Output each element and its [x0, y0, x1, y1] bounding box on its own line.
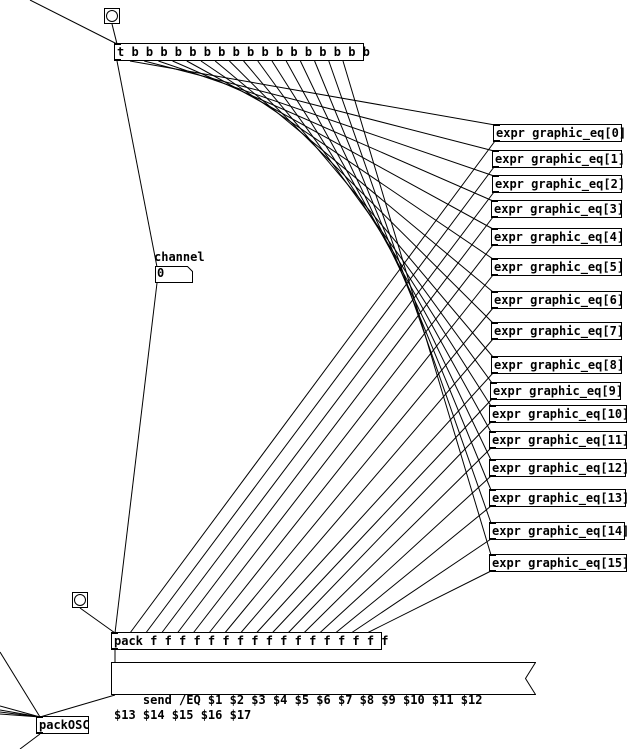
- expr-graphic-eq-7[interactable]: expr graphic_eq[7]: [491, 322, 624, 340]
- pack-object[interactable]: pack f f f f f f f f f f f f f f f f f: [111, 632, 389, 650]
- cord-trigger-to-channel: [116, 60, 158, 268]
- cord-expr-to-pack-11: [303, 447, 492, 634]
- cord-trigger-to-expr-3: [172, 60, 494, 202]
- cord-channel-to-pack: [114, 282, 158, 634]
- cord-expr-to-pack-13: [335, 505, 492, 634]
- cord-trigger-to-expr-12: [299, 60, 492, 461]
- cord-trigger-to-expr-8: [243, 60, 494, 358]
- channel-number-box[interactable]: 0: [155, 266, 193, 283]
- expr-graphic-eq-10[interactable]: expr graphic_eq[10]: [489, 405, 629, 423]
- expr-graphic-eq-2[interactable]: expr graphic_eq[2]: [492, 175, 625, 193]
- cord-bang-to-pack: [79, 607, 116, 634]
- expr-graphic-eq-14[interactable]: expr graphic_eq[14]: [489, 522, 629, 540]
- cord-trigger-to-expr-7: [229, 60, 494, 324]
- expr-graphic-eq-11[interactable]: expr graphic_eq[11]: [489, 431, 629, 449]
- expr-graphic-eq-6[interactable]: expr graphic_eq[6]: [491, 291, 624, 309]
- cord-trigger-to-expr-10: [271, 60, 492, 407]
- cord-expr-to-pack-0: [129, 140, 496, 634]
- cord-trigger-to-expr-9: [257, 60, 493, 384]
- cord-send-to-packosc: [39, 694, 116, 718]
- channel-label: channel: [154, 250, 205, 264]
- cord-bang-to-trigger: [111, 23, 118, 45]
- cord-left-2: [0, 705, 41, 718]
- cord-expr-to-pack-1: [145, 166, 495, 634]
- expr-graphic-eq-9[interactable]: expr graphic_eq[9]: [490, 382, 623, 400]
- cord-trigger-to-expr-15: [342, 60, 492, 556]
- bang-circle-icon: [106, 10, 118, 22]
- cord-expr-to-pack-2: [161, 191, 495, 634]
- cord-left-3: [0, 709, 41, 718]
- numbox-outline: [155, 266, 193, 283]
- cord-trigger-to-expr-2: [158, 60, 495, 177]
- expr-graphic-eq-0[interactable]: expr graphic_eq[0]: [493, 124, 626, 142]
- bang-bottom[interactable]: [72, 592, 88, 608]
- cord-trigger-to-expr-6: [214, 60, 494, 293]
- cord-trigger-to-expr-5: [200, 60, 494, 260]
- cord-expr-to-pack-10: [287, 421, 492, 634]
- cord-expr-to-pack-8: [256, 372, 494, 634]
- bang-circle-icon: [74, 594, 86, 606]
- cord-expr-to-pack-15: [366, 570, 492, 634]
- cord-expr-to-pack-14: [350, 538, 492, 634]
- expr-graphic-eq-1[interactable]: expr graphic_eq[1]: [492, 150, 625, 168]
- cord-left-4: [0, 711, 41, 718]
- cord-expr-to-pack-12: [319, 475, 492, 634]
- cord-expr-to-pack-9: [271, 398, 493, 634]
- bang-top[interactable]: [104, 8, 120, 24]
- expr-graphic-eq-3[interactable]: expr graphic_eq[3]: [491, 200, 624, 218]
- cord-expr-to-pack-5: [208, 274, 494, 634]
- trigger-object[interactable]: t b b b b b b b b b b b b b b b b b: [114, 43, 370, 61]
- cord-trigger-to-expr-13: [314, 60, 492, 491]
- expr-graphic-eq-4[interactable]: expr graphic_eq[4]: [491, 228, 624, 246]
- packosc-object[interactable]: packOSC: [36, 716, 90, 734]
- cord-expr-to-pack-6: [224, 307, 494, 634]
- expr-graphic-eq-15[interactable]: expr graphic_eq[15]: [489, 554, 629, 572]
- cord-expr-to-pack-3: [177, 216, 494, 634]
- cord-packosc-out: [19, 733, 41, 749]
- channel-value: 0: [157, 266, 165, 280]
- cord-trigger-to-expr-0: [129, 60, 496, 126]
- message-box-outline: [111, 662, 536, 695]
- send-message-box[interactable]: send /EQ $1 $2 $3 $4 $5 $6 $7 $8 $9 $10 …: [111, 662, 536, 722]
- cord-trigger-to-expr-4: [186, 60, 494, 230]
- expr-graphic-eq-5[interactable]: expr graphic_eq[5]: [491, 258, 624, 276]
- cord-trigger-to-expr-1: [144, 60, 495, 152]
- expr-graphic-eq-12[interactable]: expr graphic_eq[12]: [489, 459, 629, 477]
- expr-graphic-eq-8[interactable]: expr graphic_eq[8]: [491, 356, 624, 374]
- cord-expr-to-pack-4: [192, 244, 494, 634]
- cord-expr-to-pack-7: [240, 338, 494, 634]
- cord-left-5: [0, 713, 41, 718]
- expr-graphic-eq-13[interactable]: expr graphic_eq[13]: [489, 489, 629, 507]
- cord-left-1: [0, 651, 41, 718]
- send-message-text: send /EQ $1 $2 $3 $4 $5 $6 $7 $8 $9 $10 …: [114, 693, 490, 722]
- cord-trigger-to-expr-11: [285, 60, 492, 433]
- cord-trigger-to-expr-14: [328, 60, 492, 524]
